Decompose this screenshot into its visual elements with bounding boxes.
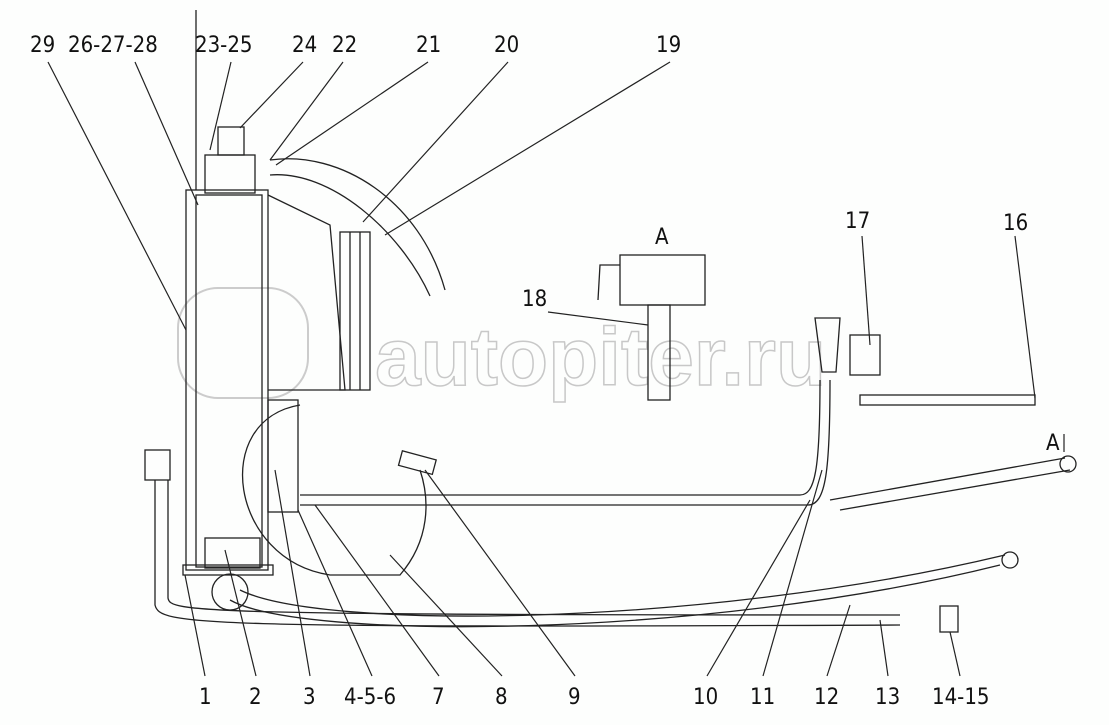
callout-16: 16 (1003, 211, 1028, 236)
callout-10: 10 (693, 685, 718, 710)
callout-13: 13 (875, 685, 900, 710)
callout-7: 7 (432, 685, 445, 710)
callout-22: 22 (332, 33, 357, 58)
view-label-a: A (655, 225, 669, 250)
callout-9: 9 (568, 685, 581, 710)
leader-lines (47, 61, 1065, 677)
watermark-text: autopiter.ru (375, 312, 826, 403)
callout-24: 24 (292, 33, 317, 58)
section-marker-a: A (1046, 431, 1060, 456)
callout-18: 18 (522, 287, 547, 312)
callout-20: 20 (494, 33, 519, 58)
callout-1: 1 (199, 685, 212, 710)
callout-23-25: 23-25 (195, 33, 253, 58)
callout-19: 19 (656, 33, 681, 58)
callout-29: 29 (30, 33, 55, 58)
watermark: autopiter.ru (177, 287, 827, 404)
callout-26-27-28: 26-27-28 (68, 33, 158, 58)
cooler (267, 194, 371, 391)
callout-11: 11 (750, 685, 775, 710)
top-callouts: 29 26-27-28 23-25 24 22 21 20 19 17 16 A… (30, 33, 1060, 456)
callout-14-15: 14-15 (932, 685, 990, 710)
callout-3: 3 (303, 685, 316, 710)
control-valve-view-a (597, 254, 706, 401)
callout-8: 8 (495, 685, 508, 710)
bottom-callouts: 1 2 3 4-5-6 7 8 9 10 11 12 13 14-15 (199, 685, 990, 710)
callout-21: 21 (416, 33, 441, 58)
hoses (154, 158, 1077, 633)
callout-4-5-6: 4-5-6 (344, 685, 396, 710)
callout-2: 2 (249, 685, 262, 710)
callout-17: 17 (845, 209, 870, 234)
callout-12: 12 (814, 685, 839, 710)
